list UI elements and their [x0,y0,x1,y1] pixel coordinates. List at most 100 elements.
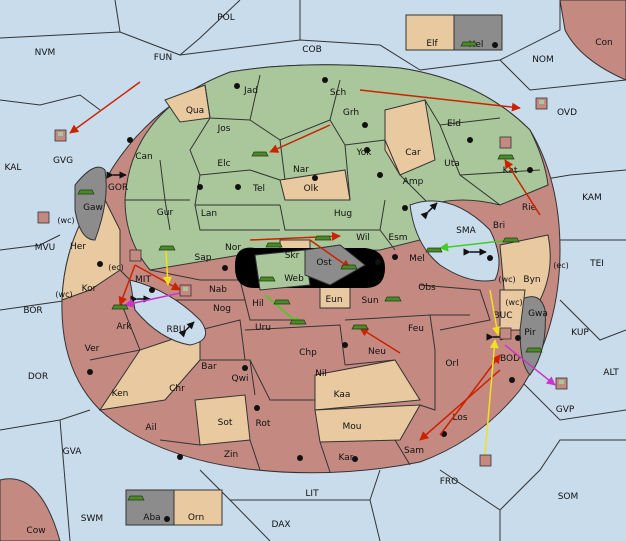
label-nog: Nog [213,304,231,314]
label-esm: Esm [388,233,407,243]
label-uru: Uru [255,323,271,333]
label-chr: Chr [169,384,185,394]
label-gwa: Gwa [528,309,548,319]
label-jos: Jos [217,124,231,134]
label-obs: Obs [418,283,436,293]
label-can: Can [135,152,153,162]
label-hug: Hug [334,209,352,219]
label-lit: LIT [305,489,319,499]
label-tei: TEI [589,259,604,269]
label-mou: Mou [343,422,362,432]
coast-note: (wc) [505,298,522,307]
label-con: Con [595,38,613,48]
label-gvp: GVP [556,405,575,415]
region-chr[interactable] [98,329,201,411]
label-gva: GVA [63,447,83,457]
label-aba: Aba [143,513,160,523]
coast-note: (wc) [498,275,515,284]
label-pir: Pir [524,328,536,338]
label-kat: Kat [503,166,518,176]
label-nom: NOM [532,55,554,65]
label-gur: Gur [157,208,174,218]
label-bar: Bar [201,362,217,372]
label-rbu: RBU [166,325,185,335]
label-amp: Amp [403,177,424,187]
label-elf: Elf [426,39,438,49]
coast-note: (ec) [108,263,124,272]
label-swm: SWM [81,514,103,524]
label-eld: Eld [447,119,461,129]
label-kar: Kar [339,453,354,463]
label-byn: Byn [523,275,540,285]
label-eun: Eun [325,295,342,305]
label-cob: COB [302,45,322,55]
label-ark: Ark [116,322,132,332]
label-gor: GOR [108,183,128,193]
label-orl: Orl [445,359,458,369]
label-gaw: Gaw [83,203,103,213]
region-web[interactable] [254,249,311,291]
label-gvg: GVG [53,156,73,166]
label-sam: Sam [404,446,424,456]
label-skr: Skr [285,251,300,261]
label-pol: POL [217,13,235,23]
supply-centers [87,42,533,522]
region-elf[interactable] [405,14,455,51]
label-sma: SMA [456,226,476,236]
label-rie: Rie [522,203,537,213]
label-kor: Kor [82,284,97,294]
region-gwa[interactable] [499,289,526,331]
region-orn[interactable] [173,489,223,526]
label-hil: Hil [252,299,264,309]
label-feu: Feu [408,324,424,334]
region-pir[interactable] [519,296,546,376]
label-lan: Lan [201,209,217,219]
label-ail: Ail [145,423,156,433]
label-alt: ALT [603,368,619,378]
label-kup: KUP [571,328,589,338]
label-kam: KAM [582,193,602,203]
region-mou[interactable] [314,404,421,443]
label-nvm: NVM [35,48,56,58]
label-chp: Chp [299,348,317,358]
label-fro: FRO [440,477,459,487]
label-orn: Orn [188,513,204,523]
label-tel: Tel [252,184,265,194]
label-grh: Grh [343,108,359,118]
label-rot: Rot [256,419,271,429]
label-som: SOM [558,492,579,502]
label-zin: Zin [224,450,238,460]
region-car[interactable] [384,99,436,176]
label-elc: Elc [217,159,230,169]
coast-note: (ec) [553,261,569,270]
label-cow: Cow [26,526,45,536]
label-sun: Sun [361,296,378,306]
region-gaw[interactable] [74,166,107,241]
label-bor: BOR [23,306,42,316]
label-uta: Uta [444,159,460,169]
label-dor: DOR [28,372,48,382]
label-kaa: Kaa [334,390,351,400]
region-kaa[interactable] [314,359,421,411]
coast-note: (wc) [57,216,74,225]
label-jad: Jad [243,86,258,96]
coast-note: (wc) [55,290,72,299]
label-her: Her [70,242,86,252]
label-bod: BOD [500,354,520,364]
label-car: Car [405,148,421,158]
label-web: Web [284,274,304,284]
label-bri: Bri [493,221,505,231]
label-mel: Mel [409,254,425,264]
label-sch: Sch [330,88,346,98]
label-qwi: Qwi [232,374,249,384]
orders [69,81,556,456]
label-nil: Nil [315,369,327,379]
label-buc: BUC [493,311,512,321]
label-kal: KAL [5,163,22,173]
label-sap: Sap [195,253,212,263]
sea-sma[interactable] [409,200,500,282]
label-qua: Qua [186,106,204,116]
label-olk: Olk [304,184,320,194]
label-mvu: MVU [35,243,56,253]
